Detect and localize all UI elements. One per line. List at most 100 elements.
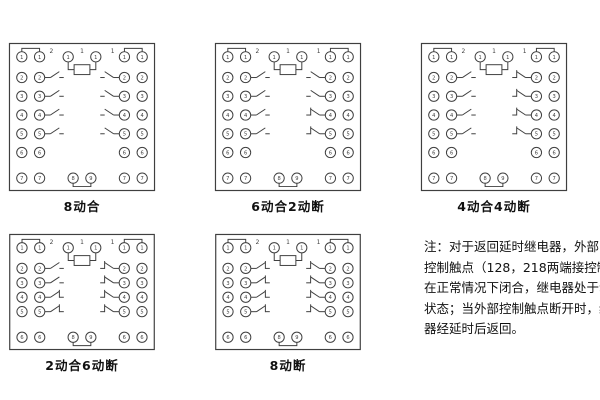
svg-text:1: 1 — [523, 49, 527, 55]
svg-text:2: 2 — [123, 76, 126, 82]
svg-text:1: 1 — [300, 246, 303, 252]
svg-text:5: 5 — [140, 310, 143, 316]
svg-text:5: 5 — [226, 132, 229, 138]
note-line: 状态；当外部控制触点断开时，继电 — [424, 300, 600, 316]
svg-text:7: 7 — [20, 176, 23, 182]
panel-label: 8动合 — [63, 199, 101, 214]
svg-text:3: 3 — [346, 281, 349, 287]
svg-text:6: 6 — [347, 150, 350, 156]
svg-text:8: 8 — [72, 335, 75, 341]
svg-text:2: 2 — [329, 266, 332, 272]
svg-text:3: 3 — [432, 94, 435, 100]
svg-text:7: 7 — [226, 176, 229, 182]
svg-text:9: 9 — [295, 335, 298, 341]
svg-text:2: 2 — [140, 266, 143, 272]
svg-text:7: 7 — [450, 176, 453, 182]
svg-text:1: 1 — [286, 49, 290, 55]
svg-text:3: 3 — [141, 94, 144, 100]
svg-text:2: 2 — [432, 76, 435, 82]
svg-text:1: 1 — [20, 246, 23, 252]
svg-text:1: 1 — [450, 55, 453, 61]
svg-text:6: 6 — [38, 335, 41, 341]
svg-text:1: 1 — [244, 55, 247, 61]
svg-text:2: 2 — [553, 76, 556, 82]
svg-text:4: 4 — [244, 295, 247, 301]
svg-text:7: 7 — [123, 176, 126, 182]
svg-text:2: 2 — [346, 266, 349, 272]
svg-text:5: 5 — [123, 132, 126, 138]
svg-text:6: 6 — [226, 150, 229, 156]
svg-text:3: 3 — [329, 94, 332, 100]
svg-text:1: 1 — [111, 49, 115, 55]
svg-text:3: 3 — [20, 281, 23, 287]
svg-text:4: 4 — [535, 113, 538, 119]
svg-text:1: 1 — [226, 246, 229, 252]
svg-text:1: 1 — [317, 49, 321, 55]
svg-text:1: 1 — [80, 49, 84, 55]
svg-text:5: 5 — [329, 132, 332, 138]
svg-text:3: 3 — [535, 94, 538, 100]
svg-text:5: 5 — [20, 132, 23, 138]
svg-text:1: 1 — [347, 55, 350, 61]
svg-text:1: 1 — [20, 55, 23, 61]
svg-text:1: 1 — [300, 55, 303, 61]
svg-text:1: 1 — [38, 55, 41, 61]
svg-text:8: 8 — [278, 335, 281, 341]
svg-text:1: 1 — [479, 55, 482, 61]
svg-text:8: 8 — [71, 176, 74, 182]
svg-text:4: 4 — [450, 113, 453, 119]
panel-label: 4动合4动断 — [457, 199, 531, 214]
svg-text:4: 4 — [432, 113, 435, 119]
svg-text:5: 5 — [123, 310, 126, 316]
svg-text:4: 4 — [244, 113, 247, 119]
svg-text:1: 1 — [329, 55, 332, 61]
svg-text:4: 4 — [38, 113, 41, 119]
svg-text:6: 6 — [553, 150, 556, 156]
svg-text:1: 1 — [67, 246, 70, 252]
svg-text:1: 1 — [123, 246, 126, 252]
svg-text:4: 4 — [226, 113, 229, 119]
svg-text:2: 2 — [462, 49, 466, 55]
svg-text:4: 4 — [20, 113, 23, 119]
svg-text:6: 6 — [329, 150, 332, 156]
svg-text:1: 1 — [273, 246, 276, 252]
svg-text:2: 2 — [38, 266, 41, 272]
svg-text:1: 1 — [140, 246, 143, 252]
svg-text:4: 4 — [123, 295, 126, 301]
svg-text:6: 6 — [38, 150, 41, 156]
svg-text:4: 4 — [20, 295, 23, 301]
svg-text:9: 9 — [501, 176, 504, 182]
svg-text:1: 1 — [226, 55, 229, 61]
svg-text:6: 6 — [329, 335, 332, 341]
svg-text:6: 6 — [244, 335, 247, 341]
svg-text:1: 1 — [94, 246, 97, 252]
svg-text:1: 1 — [346, 246, 349, 252]
svg-text:5: 5 — [329, 310, 332, 316]
svg-text:3: 3 — [123, 281, 126, 287]
svg-text:5: 5 — [20, 310, 23, 316]
svg-text:1: 1 — [506, 55, 509, 61]
svg-text:3: 3 — [244, 281, 247, 287]
svg-text:1: 1 — [38, 246, 41, 252]
svg-text:4: 4 — [553, 113, 556, 119]
svg-text:2: 2 — [535, 76, 538, 82]
svg-text:7: 7 — [553, 176, 556, 182]
svg-text:1: 1 — [273, 55, 276, 61]
svg-text:4: 4 — [141, 113, 144, 119]
svg-text:2: 2 — [50, 240, 54, 246]
svg-text:6: 6 — [450, 150, 453, 156]
svg-text:1: 1 — [535, 55, 538, 61]
svg-text:2: 2 — [244, 76, 247, 82]
svg-text:2: 2 — [226, 76, 229, 82]
svg-text:1: 1 — [80, 240, 84, 246]
svg-text:5: 5 — [38, 132, 41, 138]
svg-text:6: 6 — [346, 335, 349, 341]
svg-text:5: 5 — [244, 310, 247, 316]
svg-text:5: 5 — [347, 132, 350, 138]
svg-text:5: 5 — [535, 132, 538, 138]
svg-text:3: 3 — [347, 94, 350, 100]
svg-text:6: 6 — [20, 150, 23, 156]
svg-text:1: 1 — [432, 55, 435, 61]
